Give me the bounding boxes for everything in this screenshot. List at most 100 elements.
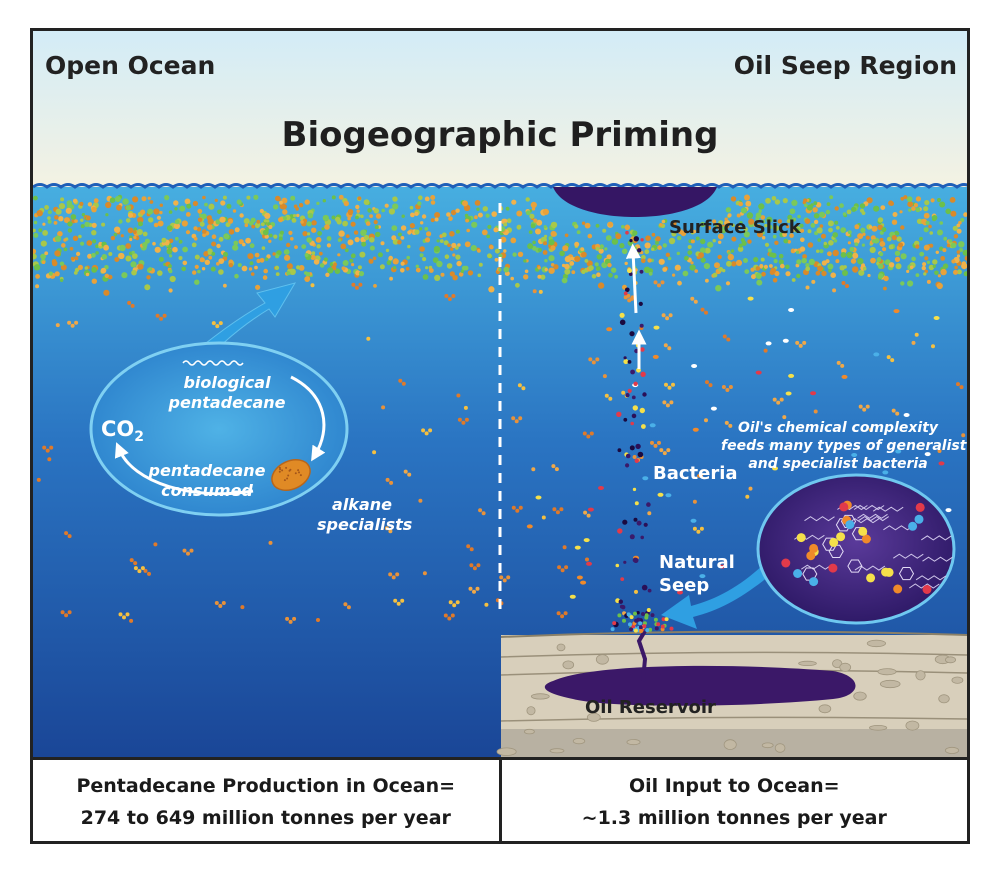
plankton-dot (136, 229, 143, 236)
bacterium-dot (129, 558, 134, 563)
bacterium-dot (722, 334, 727, 339)
plankton-dot (148, 217, 154, 223)
bacterium-dot (538, 289, 543, 294)
plankton-dot (44, 205, 49, 210)
plankton-dot (342, 220, 348, 227)
plankton-dot (154, 246, 161, 253)
plankton-dot (527, 243, 534, 250)
oil-droplet (625, 453, 631, 459)
bacterium-dot (585, 557, 589, 562)
diagram-frame: Open Ocean Oil Seep Region Biogeographic… (30, 28, 970, 844)
plankton-dot (425, 266, 429, 270)
plankton-dot (92, 239, 97, 244)
bacterium-dot (785, 391, 792, 396)
plankton-dot (304, 253, 309, 257)
plankton-dot (772, 277, 778, 283)
plankton-dot (658, 258, 665, 265)
bacterium-dot (384, 526, 389, 531)
plankton-dot (460, 269, 465, 273)
plankton-dot (361, 241, 367, 247)
plankton-dot (405, 266, 410, 271)
seep-bacterium (669, 626, 674, 631)
pebble (774, 743, 786, 753)
plankton-dot (276, 250, 282, 256)
plankton-dot (909, 265, 914, 269)
plankton-dot (827, 220, 834, 227)
plankton-dot (268, 233, 273, 238)
complexity-note: Oil's chemical complexity feeds many typ… (721, 420, 967, 472)
plankton-dot (422, 257, 427, 262)
bacterium-dot (832, 288, 837, 293)
bacterium-dot (719, 564, 726, 569)
oil-droplet (625, 393, 630, 398)
plankton-dot (751, 274, 756, 280)
plankton-dot (385, 248, 390, 253)
bacterium-dot (447, 297, 452, 301)
plankton-dot (758, 209, 762, 213)
bacterium-dot (559, 507, 564, 512)
plankton-dot (543, 225, 547, 229)
plankton-dot (804, 203, 808, 207)
plankton-dot (273, 204, 279, 210)
plankton-dot (915, 273, 920, 277)
plankton-dot (668, 237, 676, 245)
seep-bacterium (641, 612, 645, 616)
plankton-dot (193, 226, 198, 231)
plankton-dot (167, 264, 172, 269)
plankton-dot (391, 225, 398, 232)
plankton-dot (67, 228, 73, 233)
plankton-dot (954, 257, 960, 262)
plankton-dot (737, 246, 744, 252)
plankton-dot (199, 221, 205, 227)
bacterium-dot (60, 610, 65, 615)
pebble (572, 737, 586, 745)
bacterium-dot (396, 601, 401, 606)
bacterium-dot (959, 385, 964, 390)
bacterium-dot (159, 316, 164, 321)
plankton-dot (264, 257, 269, 261)
plankton-dot (725, 281, 731, 286)
plankton-dot (771, 252, 777, 258)
bacterium-dot (562, 545, 567, 550)
plankton-dot (211, 241, 217, 247)
plankton-dot (321, 227, 325, 231)
plankton-dot (621, 248, 628, 255)
plankton-dot (451, 242, 457, 248)
plankton-dot (384, 203, 389, 208)
bacterium-dot (755, 370, 762, 375)
plankton-dot (839, 265, 845, 271)
plankton-dot (103, 244, 109, 251)
plankton-dot (201, 267, 206, 271)
plankton-dot (564, 268, 571, 275)
bacterium-dot (961, 433, 966, 438)
plankton-dot (436, 239, 440, 243)
bacterium-dot (407, 472, 412, 477)
bacterium-dot (841, 374, 848, 379)
plankton-dot (738, 201, 743, 207)
bacterium-dot (424, 431, 429, 436)
plankton-dot (360, 214, 364, 219)
plankton-dot (263, 268, 268, 274)
pebble (556, 643, 566, 652)
plankton-dot (392, 203, 399, 210)
plankton-dot (923, 244, 930, 251)
plankton-dot (256, 258, 261, 264)
plankton-dot (464, 241, 471, 248)
bacterium-dot (389, 480, 394, 485)
bacterium-dot (652, 354, 659, 359)
plankton-dot (712, 272, 718, 278)
cycle-biological-label: biological pentadecane (168, 373, 286, 412)
plankton-dot (197, 269, 201, 274)
plankton-dot (462, 200, 468, 207)
bacterium-dot (608, 396, 613, 401)
plankton-dot (564, 255, 572, 263)
plankton-dot (326, 243, 331, 248)
plankton-dot (449, 271, 455, 277)
bacterium-dot (469, 563, 474, 568)
plankton-dot (232, 209, 237, 213)
plankton-dot (216, 243, 221, 249)
plankton-dot (731, 223, 735, 227)
plankton-dot (945, 208, 951, 215)
plankton-dot (291, 218, 297, 223)
plankton-dot (223, 251, 228, 257)
